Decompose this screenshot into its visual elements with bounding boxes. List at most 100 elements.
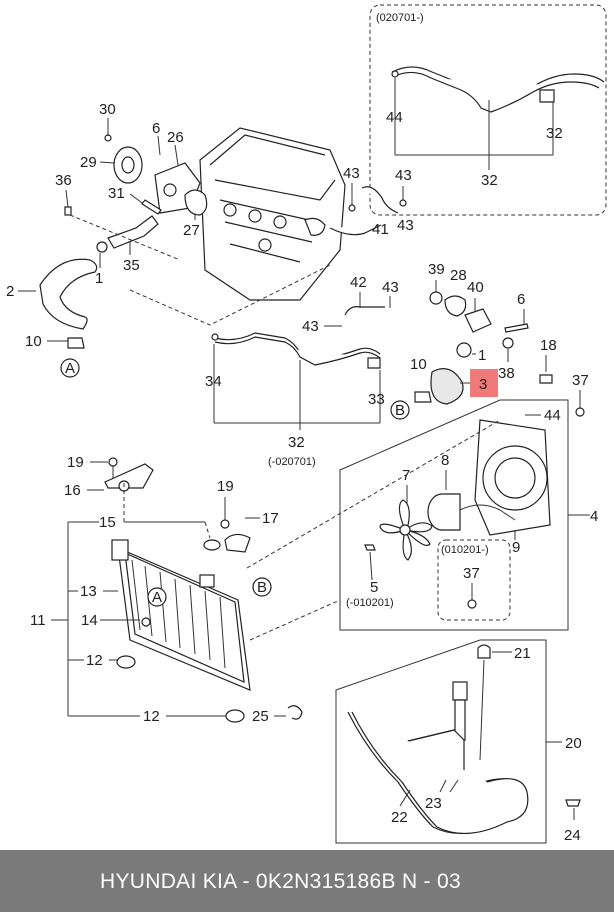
callout-43-c: 43 [397,217,414,234]
connector-B-top [390,400,410,420]
drain-plug-14 [141,617,151,627]
water-outlet-pipe-35 [107,215,159,249]
fan-motor-8 [427,493,516,531]
callout-16: 16 [64,482,81,499]
date-code-top-box: (020701-) [376,12,424,24]
connector-A-top [60,358,80,378]
callout-34-lower: 34 [205,373,222,390]
hose-41-upper [361,186,399,214]
thermostat-cover-40 [464,308,492,333]
callout-43-b: 43 [395,167,412,184]
nut-37-top [575,407,585,417]
callout-32-lower: 32 [288,434,305,451]
callout-12-left: 12 [86,652,103,669]
callout-18: 18 [540,337,557,354]
callout-13: 13 [80,583,97,600]
callout-44: 44 [544,407,561,424]
callout-37-top: 37 [572,372,589,389]
callout-22: 22 [391,809,408,826]
bolt-24 [565,799,581,807]
callout-35: 35 [123,257,140,274]
callout-1-right: 1 [478,347,486,364]
cap-21 [477,644,491,659]
gasket-27 [184,189,208,216]
callout-14: 14 [81,612,98,629]
date-code-hose-group: (-020701) [268,456,316,468]
callout-21: 21 [514,645,531,662]
callout-32-top: 32 [481,172,498,189]
callout-29: 29 [80,154,97,171]
callout-17: 17 [262,510,279,527]
callout-9: 9 [512,539,520,556]
clip-25 [287,705,303,720]
callout-43-a: 43 [343,165,360,182]
clamp-33-top [539,89,555,103]
callout-6-right: 6 [517,291,525,308]
footer-bar: HYUNDAI KIA - 0K2N315186B N - 03 [0,850,614,912]
fan-clip-5 [364,544,376,551]
fan-blade-7 [379,499,433,561]
callout-20: 20 [565,735,582,752]
heater-pipe-lower-inner [214,336,381,366]
callout-12-bottom: 12 [143,708,160,725]
callout-8: 8 [441,452,449,469]
clamp-10-right [414,391,432,403]
callout-37-box: 37 [463,565,480,582]
callout-4: 4 [590,508,598,525]
callout-36: 36 [55,172,72,189]
callout-41: 41 [372,221,389,238]
callout-1-left: 1 [95,270,103,287]
callout-27: 27 [183,222,200,239]
callout-43-d: 43 [382,279,399,296]
water-pump-pulley-29 [113,146,143,184]
gasket-28 [444,295,467,317]
clamp-10-left [67,337,85,349]
callout-19-right: 19 [217,478,234,495]
callout-10-right: 10 [410,356,427,373]
callout-42: 42 [350,274,367,291]
callout-34-top: 44 [386,109,403,126]
bracket-16 [104,463,154,489]
callout-5: 5 [370,579,378,596]
callout-10-left: 10 [25,333,42,350]
callout-19-top: 19 [67,454,84,471]
bolt-19-right [220,519,230,529]
connector-B-radiator [252,577,272,597]
callout-24: 24 [564,827,581,844]
callout-43-e: 43 [302,318,319,335]
date-code-fan-part5: (-010201) [346,597,394,609]
callout-40: 40 [467,279,484,296]
exploded-parts-diagram: (020701-) 44 32 32 30 6 26 29 36 31 27 [6,4,607,844]
callout-3: 3 [479,376,487,393]
insulator-15 [203,539,221,551]
insulator-12-left [116,655,136,669]
radiator-upper-hose-2 [39,258,98,330]
connector-A-radiator [147,587,167,607]
callout-6-left: 6 [152,120,160,137]
callout-25: 25 [252,708,269,725]
insulator-12-bottom [225,709,245,723]
callout-31: 31 [108,185,125,202]
callout-33-top: 32 [546,125,563,142]
callout-2: 2 [6,283,14,300]
marker-A-radiator: A [152,589,162,606]
engine-block [199,127,346,301]
thermostat-39 [429,291,443,305]
footer-part-number: HYUNDAI KIA - 0K2N315186B N - 03 [100,870,461,893]
variant-box-010201 [437,539,511,621]
marker-B-radiator: B [257,579,267,596]
bolt-36 [64,206,72,216]
callout-33-lower: 33 [368,391,385,408]
clamp-1-left [96,241,108,253]
bracket-17 [224,533,251,553]
hose-41 [329,224,382,236]
date-code-fan-bracket: (010201-) [441,544,489,556]
hose-3 [430,368,464,405]
clamp-34-top [391,70,399,78]
clamp-1-right [456,342,472,358]
callout-38: 38 [498,365,515,382]
hose-42 [344,306,385,316]
bolt-18 [539,374,553,384]
marker-B-top: B [395,402,405,419]
washer-38 [502,337,514,349]
